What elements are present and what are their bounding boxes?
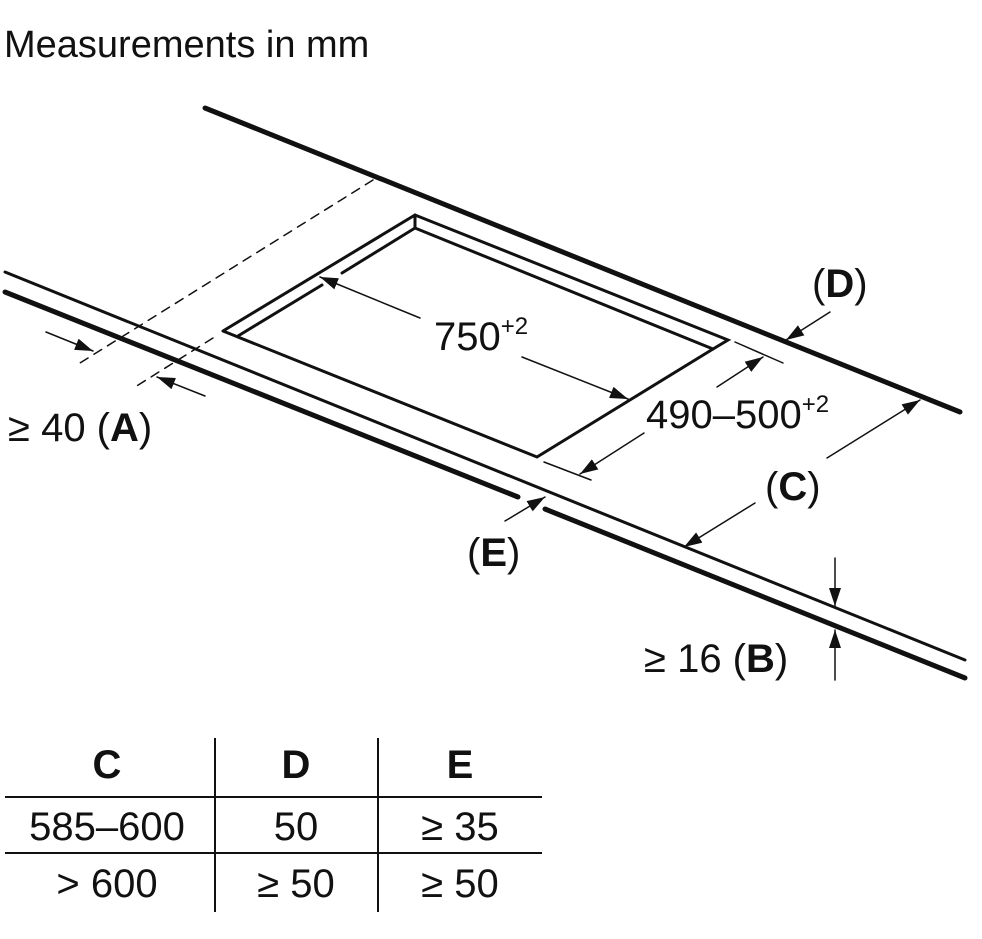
worktop-front-top-edge	[3, 270, 967, 662]
dashed-extension-line	[134, 337, 214, 388]
dimension-a-label: ≥ 40 (A)	[8, 406, 152, 450]
table-cell: 50	[274, 805, 319, 849]
worktop-back-edge	[202, 105, 963, 415]
dimension-d-arrow	[785, 311, 831, 341]
cutout-inner-rim	[236, 283, 324, 338]
table-cell: ≥ 35	[421, 805, 499, 849]
clearance-table: C D E 585–600 50 ≥ 35 > 600 ≥ 50 ≥ 50	[5, 738, 542, 912]
table-header-c: C	[93, 743, 122, 787]
dashed-extension-line	[79, 179, 374, 364]
table-header-d: D	[282, 743, 311, 787]
depth-arrow	[716, 356, 764, 388]
depth-extension-line	[543, 461, 592, 481]
dimension-a-arrow	[156, 376, 206, 397]
table-header-e: E	[447, 743, 474, 787]
dimension-c-arrow	[683, 502, 756, 548]
worktop-front-bottom-edge	[2, 289, 521, 500]
table-cell: > 600	[56, 862, 157, 906]
dimension-d-label: (D)	[812, 262, 868, 306]
diagram-title: Measurements in mm	[4, 24, 369, 66]
table-cell: 585–600	[29, 805, 185, 849]
length-arrow	[521, 356, 629, 400]
cutout-outline	[221, 213, 732, 459]
depth-extension-line	[734, 341, 784, 364]
dimension-e-arrow	[504, 496, 546, 522]
dimension-c-label: (C)	[765, 465, 821, 509]
length-arrow	[319, 276, 421, 319]
depth-arrow	[579, 432, 645, 475]
dimension-b-label: ≥ 16 (B)	[644, 637, 788, 681]
dimension-e-label: (E)	[467, 531, 520, 575]
dimension-c-arrow	[826, 399, 921, 459]
length-label: 750+2	[434, 313, 528, 359]
dimension-a-arrow	[45, 331, 94, 352]
table-cell: ≥ 50	[421, 862, 499, 906]
table-cell: ≥ 50	[257, 862, 335, 906]
depth-label: 490–500+2	[646, 391, 829, 437]
worktop-front-bottom-edge	[542, 506, 968, 681]
